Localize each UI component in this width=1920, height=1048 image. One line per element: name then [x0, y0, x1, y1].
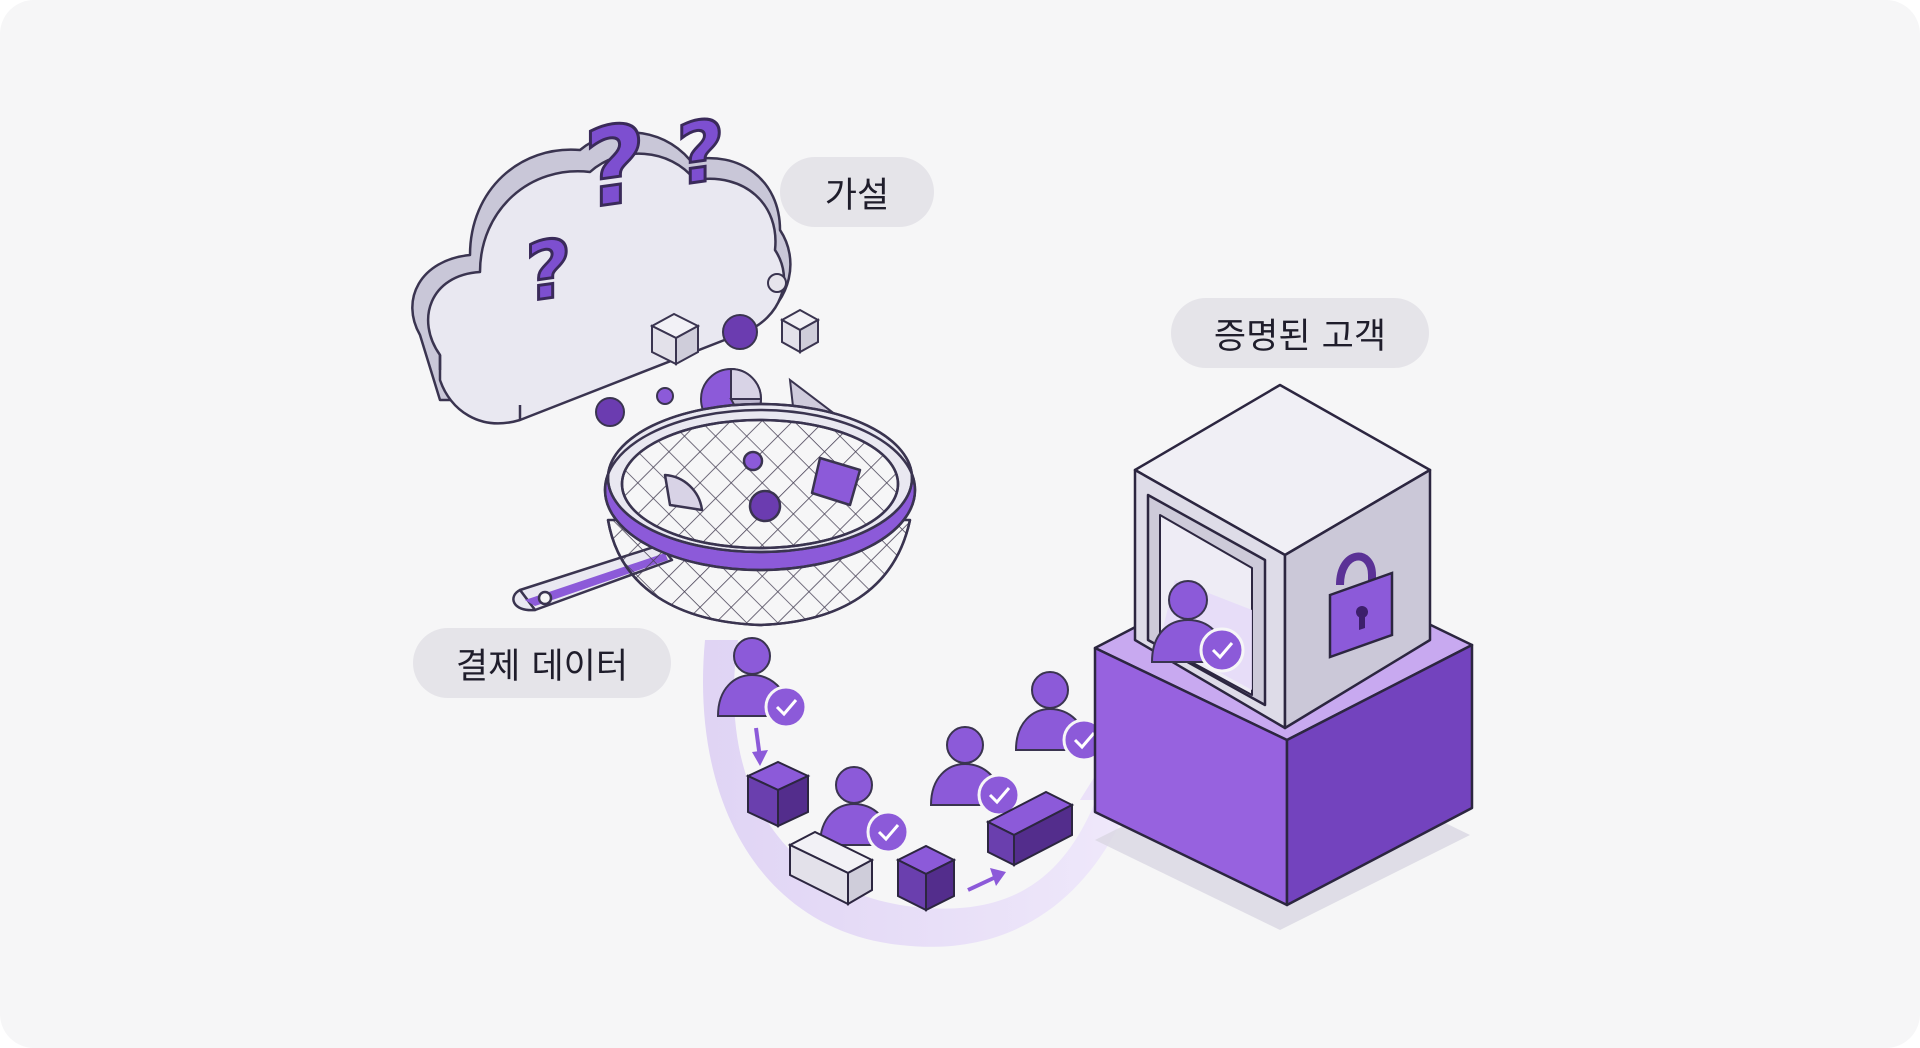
label-hypothesis: 가설: [780, 157, 934, 227]
svg-text:?: ?: [583, 99, 646, 234]
person-check-icon: [931, 727, 1019, 815]
label-proven-customers: 증명된 고객: [1171, 298, 1429, 368]
svg-text:?: ?: [676, 101, 725, 205]
svg-text:?: ?: [525, 220, 571, 320]
person-check-icon: [820, 767, 908, 852]
label-payment-data: 결제 데이터: [413, 628, 671, 698]
person-check-icon: [1016, 672, 1104, 760]
sieve-icon: [513, 404, 915, 625]
